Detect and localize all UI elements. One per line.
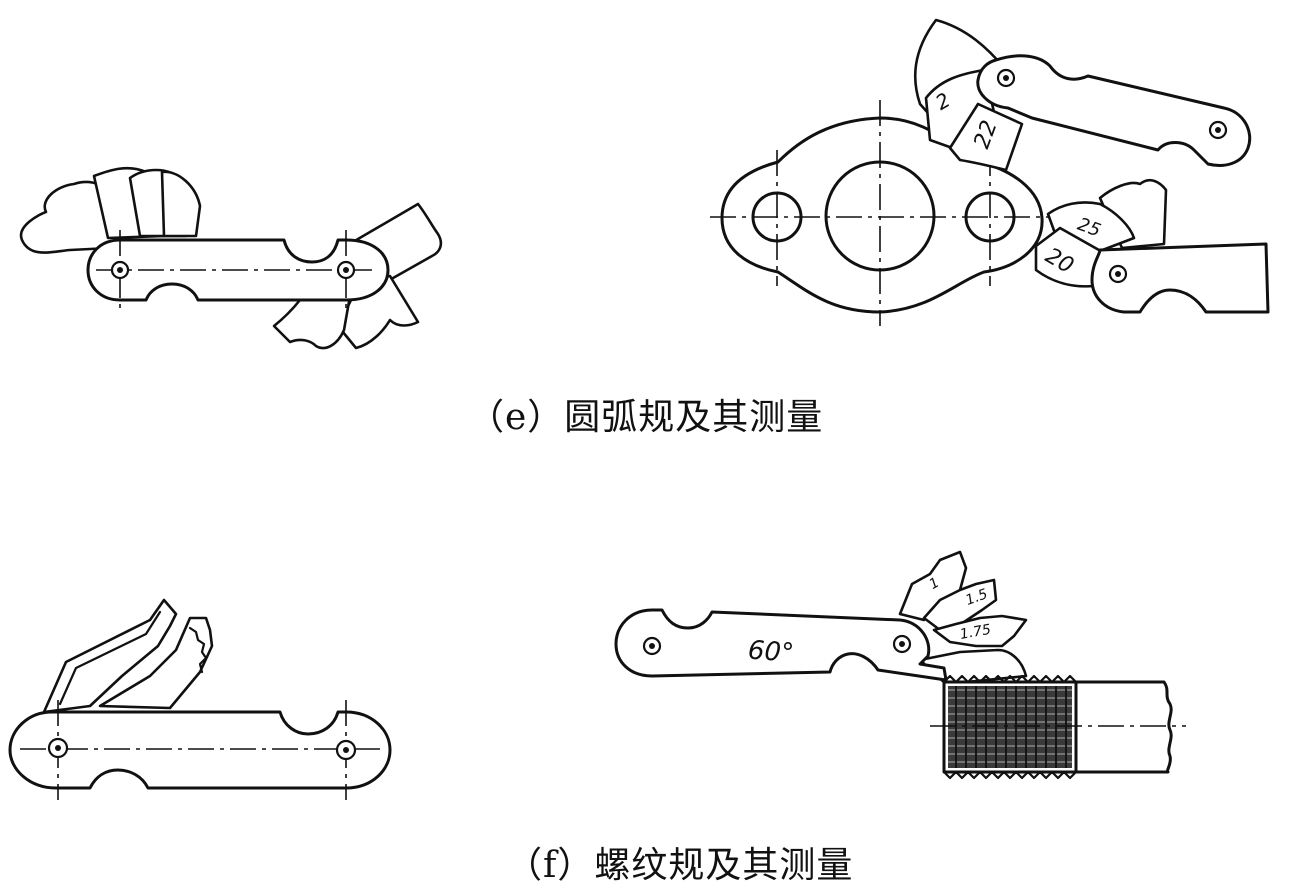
thread-gauge-angle-label: 60° xyxy=(747,635,795,668)
thread-measurement: 1 1.5 1.75 60° xyxy=(614,550,1186,780)
lower-gauge-body xyxy=(1090,242,1270,314)
flange-part xyxy=(720,116,1044,314)
thread-gauge-left xyxy=(8,598,392,800)
radius-measurement: 2 22 25 20 xyxy=(710,18,1270,326)
thread-hatching xyxy=(948,686,1072,768)
radius-gauge-left xyxy=(19,166,443,350)
caption-thread-gauge: （f）螺纹规及其测量 xyxy=(506,845,854,886)
radius-gauge-left-blade-4 xyxy=(160,170,202,238)
caption-radius-gauge: （e）圆弧规及其测量 xyxy=(468,397,824,438)
thread-gauge-left-leaf-1 xyxy=(42,598,178,714)
thread-leaf-label-1-5: 1.5 xyxy=(964,586,990,609)
upper-gauge-blade-22 xyxy=(948,102,1024,172)
thread-leaf-label-1-75: 1.75 xyxy=(959,622,993,643)
thread-gauge-body xyxy=(614,608,948,682)
thread-gauge-left-leaf-2 xyxy=(98,616,214,710)
thread-leaf-1-75 xyxy=(932,614,1028,648)
upper-gauge-body xyxy=(976,54,1252,167)
radius-gauge-left-blade-7 xyxy=(272,294,352,350)
